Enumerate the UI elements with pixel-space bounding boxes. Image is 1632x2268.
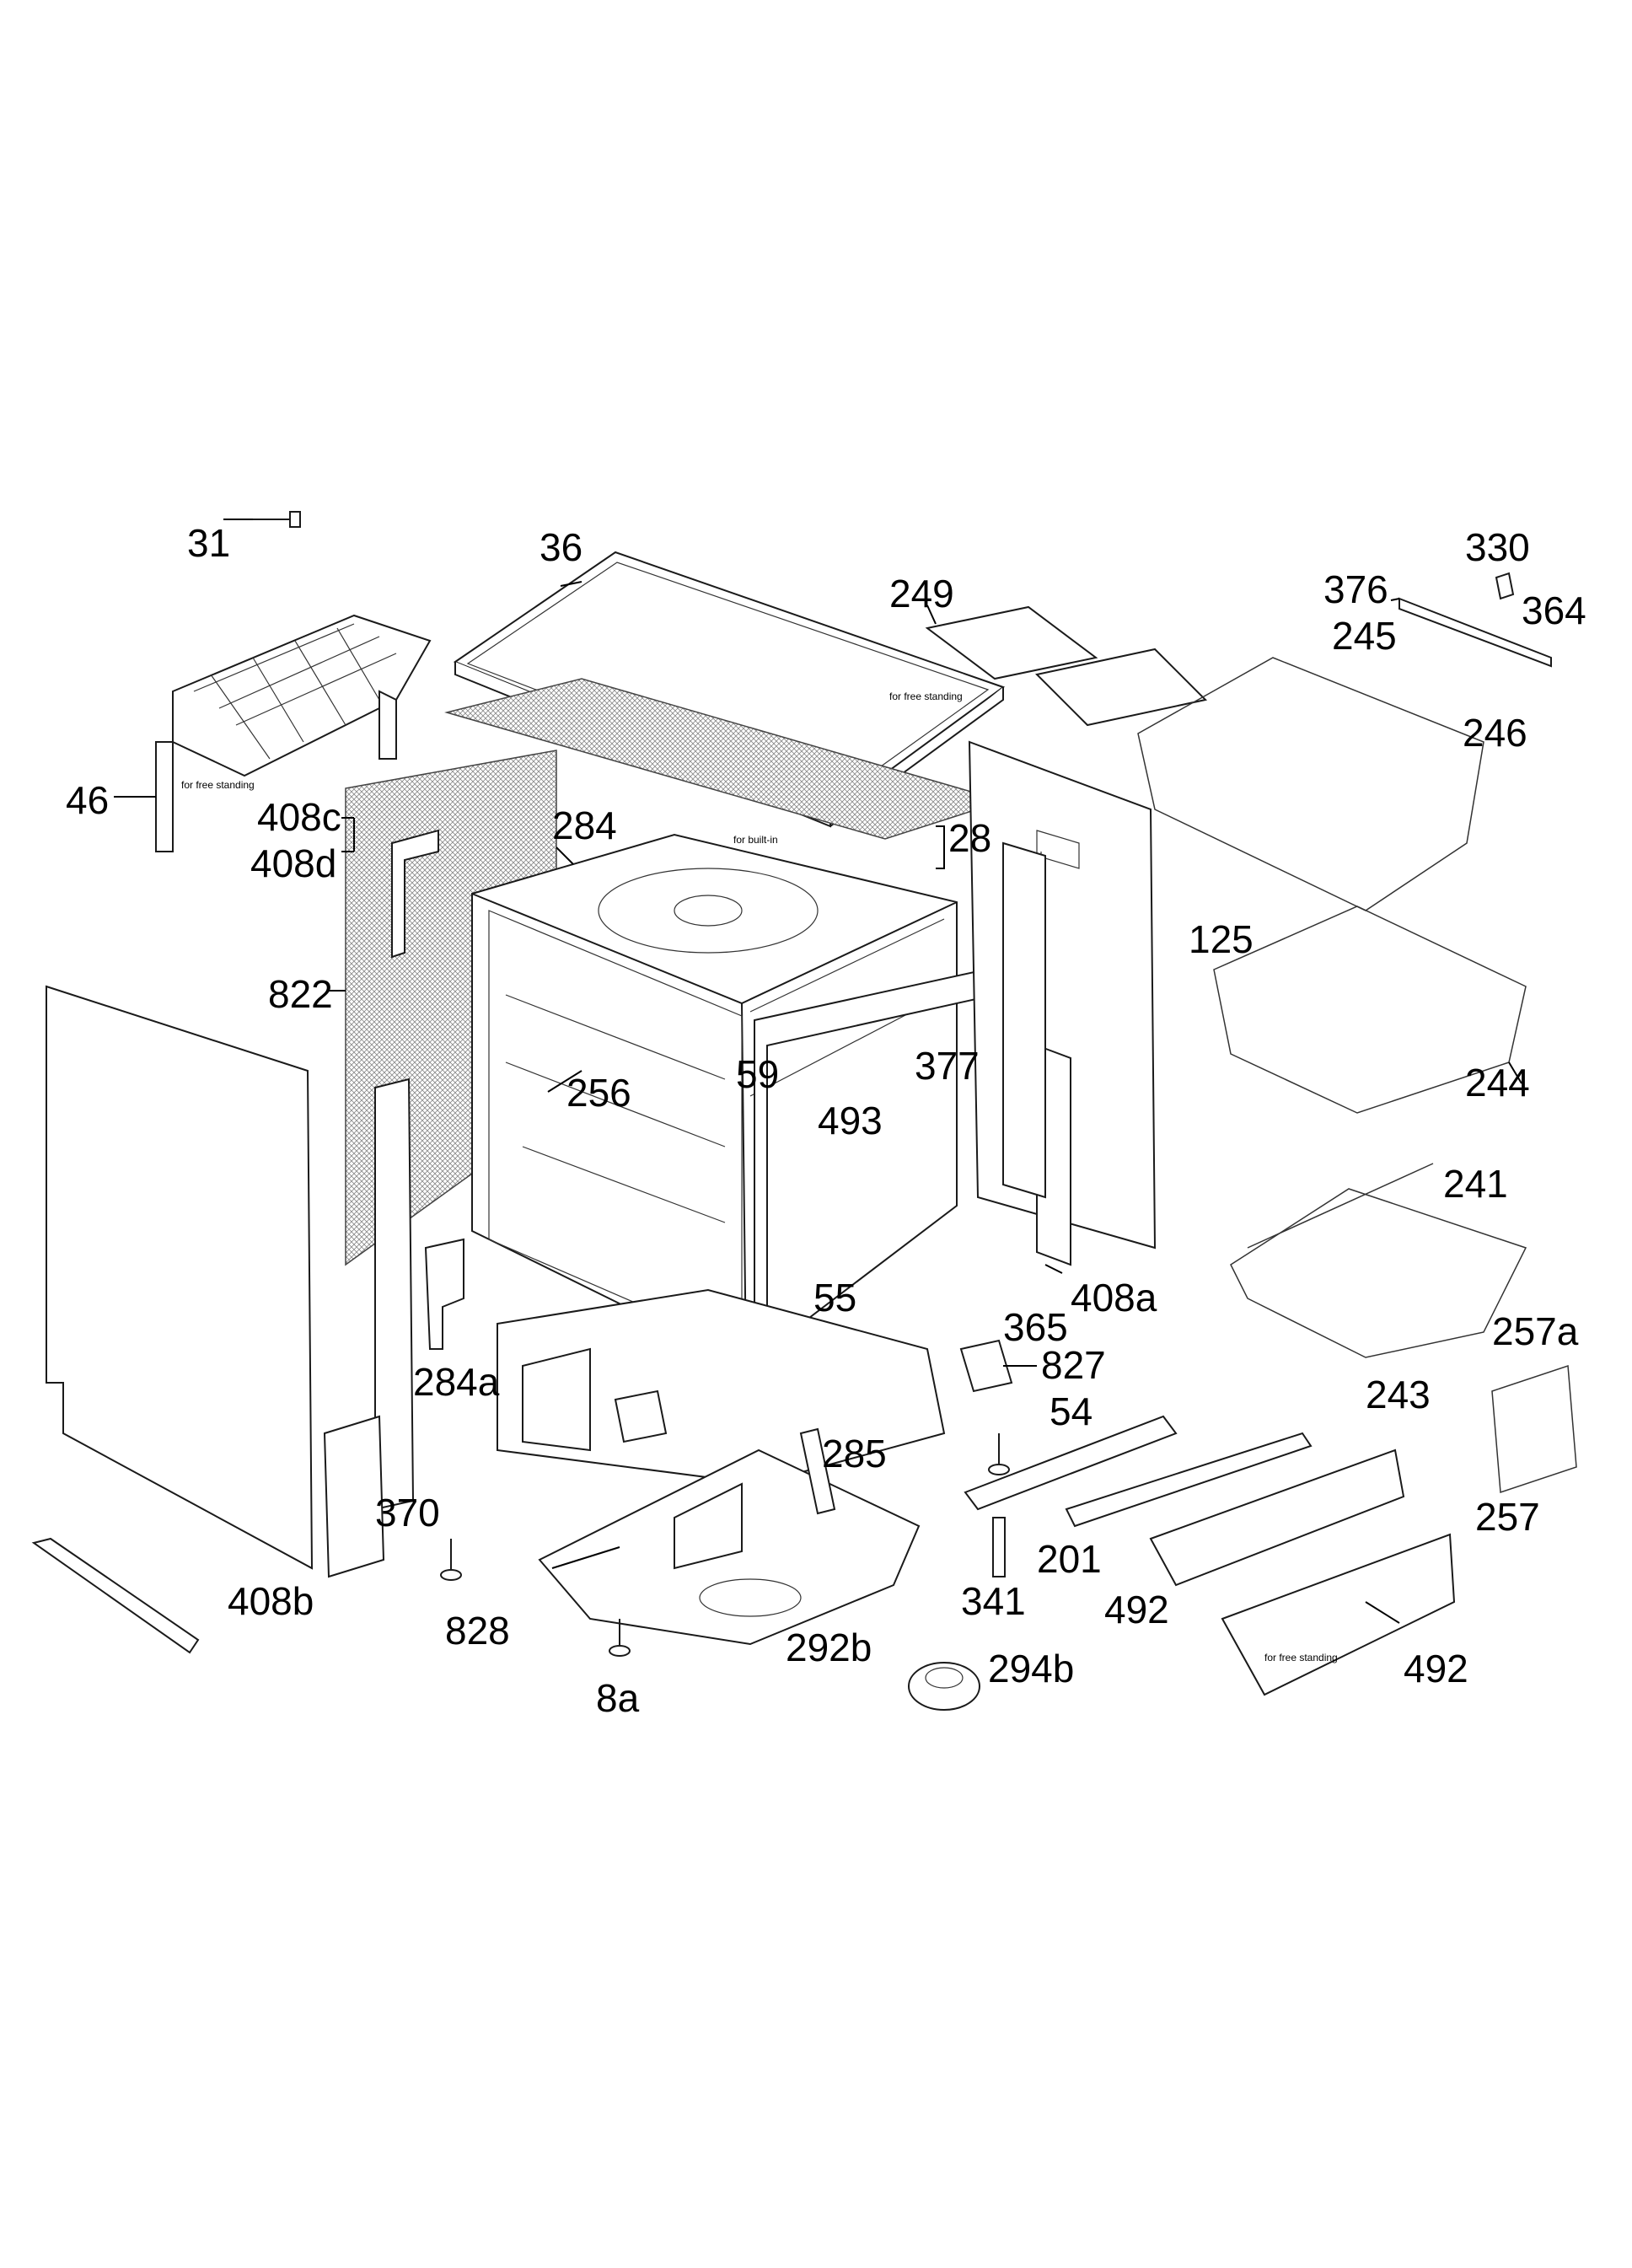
part-285-arm bbox=[799, 1427, 836, 1515]
part-330-clip bbox=[1495, 572, 1515, 600]
part-foot-left bbox=[440, 1539, 462, 1581]
part-827-hinge bbox=[959, 1339, 1013, 1393]
part-492-plinth-lower bbox=[1221, 1533, 1456, 1696]
callout-59: 59 bbox=[736, 1052, 779, 1096]
callout-827: 827 bbox=[1041, 1343, 1106, 1387]
part-main-tub bbox=[471, 833, 958, 1368]
callout-245: 245 bbox=[1332, 614, 1397, 658]
callout-370: 370 bbox=[375, 1491, 440, 1534]
callout-376: 376 bbox=[1323, 567, 1388, 611]
part-284a-box bbox=[424, 1238, 464, 1350]
part-257-cutlery-basket bbox=[1491, 1364, 1577, 1494]
part-upper-basket bbox=[1137, 657, 1484, 911]
part-292b-base-tray bbox=[538, 1448, 921, 1646]
part-base-unit bbox=[497, 1288, 946, 1486]
part-54-strip bbox=[964, 1415, 1178, 1511]
callout-244: 244 bbox=[1465, 1061, 1530, 1104]
leader-lines bbox=[114, 519, 1522, 1624]
callout-822: 822 bbox=[268, 972, 333, 1016]
callout-408a: 408a bbox=[1071, 1276, 1157, 1319]
callout-284: 284 bbox=[552, 803, 617, 847]
callout-125: 125 bbox=[1189, 917, 1254, 961]
callout-54: 54 bbox=[1050, 1389, 1092, 1433]
callout-294b: 294b bbox=[988, 1647, 1074, 1690]
callout-labels: 31 36 249 376 330 245 364 246 46 408c 40… bbox=[66, 521, 1586, 1720]
part-8a-foot bbox=[609, 1619, 631, 1657]
note-free-standing-worktop: for free standing bbox=[889, 691, 963, 702]
callout-8a: 8a bbox=[596, 1676, 640, 1720]
callout-364: 364 bbox=[1522, 588, 1586, 632]
part-kick-strip bbox=[31, 1537, 200, 1654]
callout-246: 246 bbox=[1463, 711, 1527, 755]
part-243-basket bbox=[1230, 1163, 1527, 1358]
part-364-strip bbox=[1398, 597, 1552, 668]
note-free-standing-plinth: for free standing bbox=[1264, 1652, 1338, 1663]
part-201-rail bbox=[1065, 1432, 1313, 1528]
callout-249: 249 bbox=[889, 572, 954, 615]
callout-330: 330 bbox=[1465, 525, 1530, 569]
callout-201: 201 bbox=[1037, 1537, 1102, 1581]
part-31-pin bbox=[251, 511, 301, 528]
callout-31: 31 bbox=[187, 521, 230, 565]
callout-256: 256 bbox=[566, 1071, 631, 1115]
callout-257a: 257a bbox=[1492, 1309, 1579, 1353]
part-249-racks bbox=[925, 605, 1208, 727]
callout-408d: 408d bbox=[250, 841, 336, 885]
callout-493: 493 bbox=[818, 1099, 883, 1142]
part-492-plinth-upper bbox=[1149, 1448, 1405, 1587]
callout-377: 377 bbox=[915, 1044, 980, 1088]
part-370-rail bbox=[323, 1078, 415, 1578]
callout-492-lower: 492 bbox=[1404, 1647, 1468, 1690]
callout-28: 28 bbox=[948, 816, 991, 860]
callout-46: 46 bbox=[66, 778, 109, 822]
part-294b-pump bbox=[908, 1662, 980, 1711]
callout-408c: 408c bbox=[257, 795, 341, 839]
part-341-rod bbox=[992, 1517, 1006, 1577]
part-foot-right bbox=[988, 1433, 1010, 1475]
part-46-tray bbox=[155, 614, 432, 852]
callout-55: 55 bbox=[813, 1276, 856, 1319]
note-built-in: for built-in bbox=[733, 834, 778, 846]
callout-243: 243 bbox=[1366, 1373, 1431, 1416]
callout-285: 285 bbox=[822, 1432, 887, 1475]
callout-408b: 408b bbox=[228, 1579, 314, 1623]
note-free-standing-tray: for free standing bbox=[181, 779, 255, 791]
callout-365: 365 bbox=[1003, 1305, 1068, 1349]
callout-341: 341 bbox=[961, 1579, 1026, 1623]
callout-292b: 292b bbox=[786, 1626, 872, 1669]
part-408a-rail bbox=[1002, 841, 1071, 1266]
callout-36: 36 bbox=[540, 525, 582, 569]
callout-492-upper: 492 bbox=[1104, 1588, 1169, 1631]
callout-257: 257 bbox=[1475, 1495, 1540, 1539]
callout-828: 828 bbox=[445, 1609, 510, 1653]
part-408b-door bbox=[46, 985, 314, 1570]
part-408c-bracket bbox=[391, 829, 439, 959]
callout-241: 241 bbox=[1443, 1162, 1508, 1206]
callout-284a: 284a bbox=[413, 1360, 500, 1404]
